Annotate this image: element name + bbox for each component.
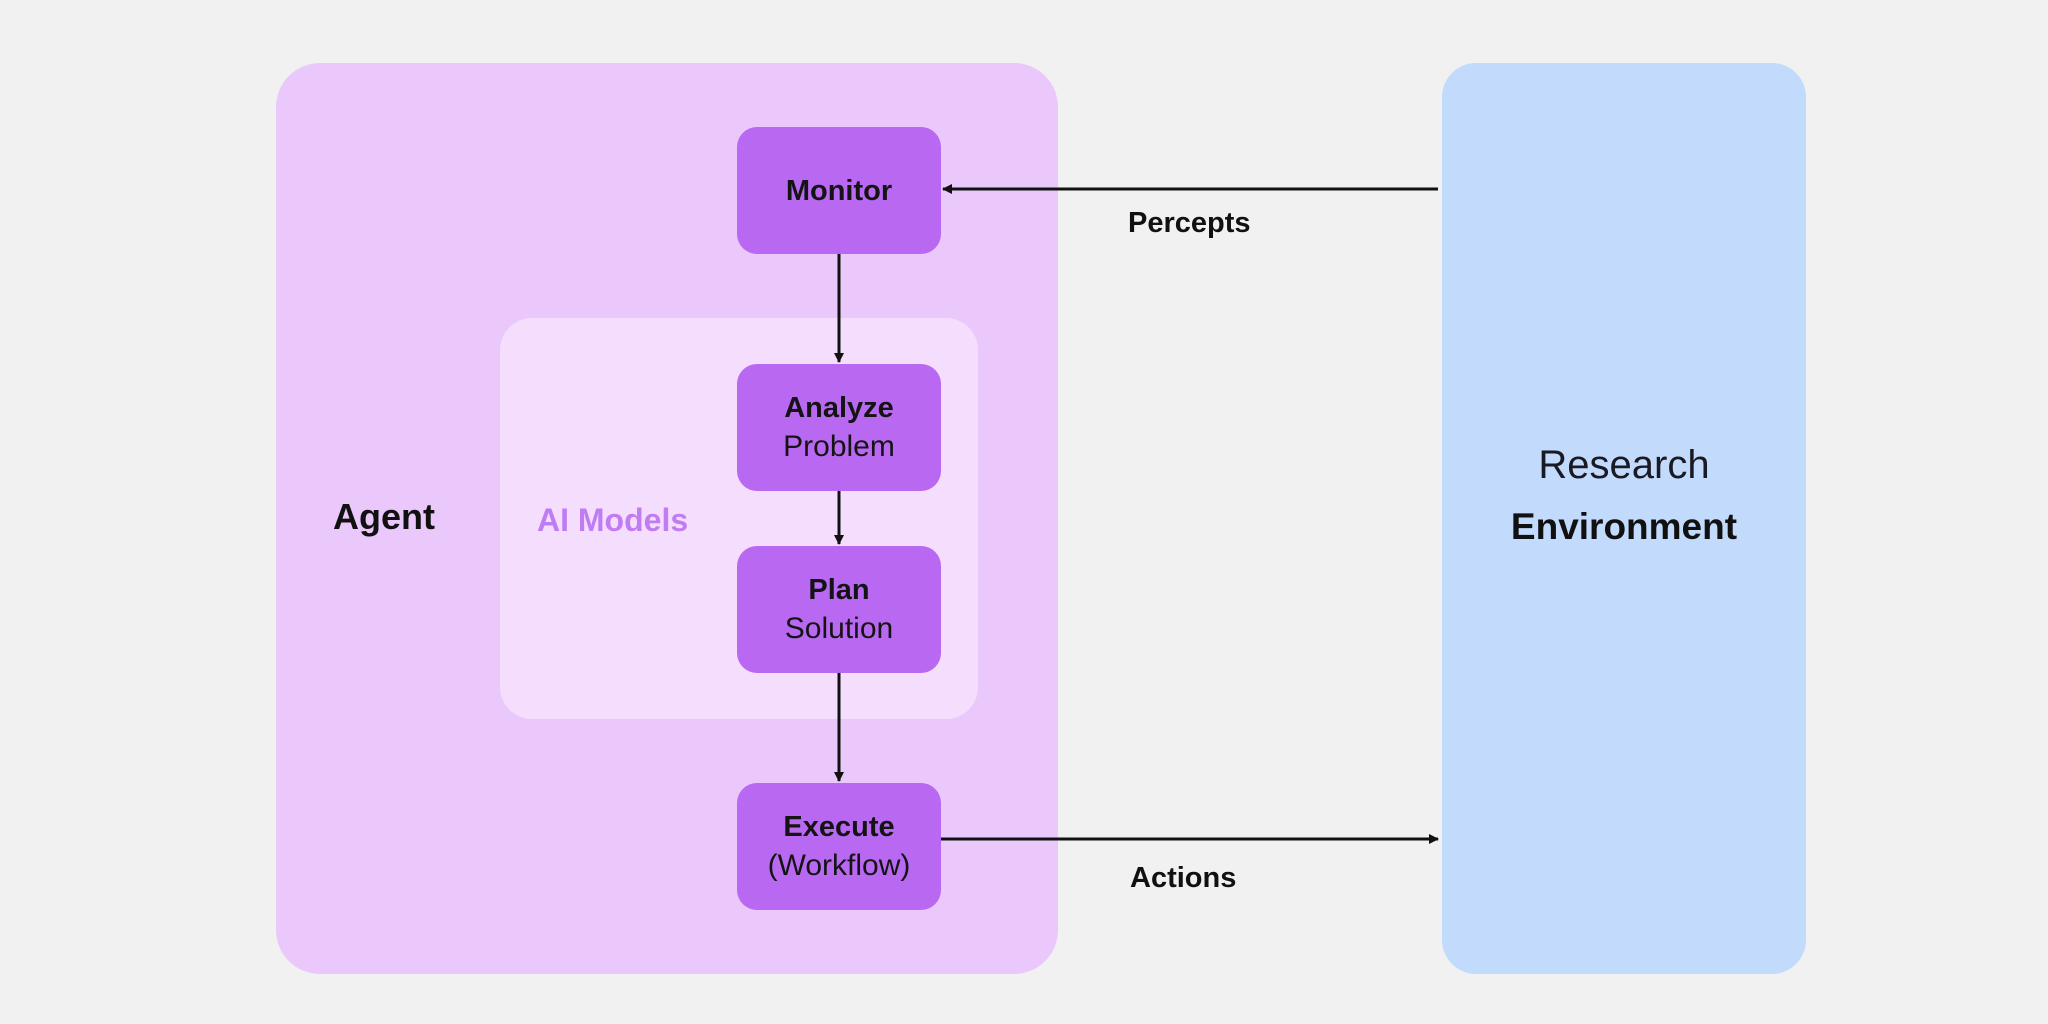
research-environment-label: Research Environment (1442, 434, 1806, 558)
agent-label: Agent (333, 496, 435, 537)
analyze-title: Analyze (784, 391, 894, 424)
environment-line-1: Research (1538, 443, 1710, 487)
plan-solution-node: Plan Solution (737, 546, 941, 673)
monitor-title: Monitor (785, 174, 893, 207)
research-environment-panel (1442, 63, 1806, 974)
actions-label: Actions (1130, 862, 1237, 894)
execute-subtitle: (Workflow) (767, 848, 911, 882)
ai-models-label: AI Models (537, 502, 689, 538)
environment-line-2: Environment (1510, 506, 1738, 547)
monitor-node: Monitor (737, 127, 941, 254)
plan-subtitle: Solution (784, 611, 894, 645)
execute-title: Execute (783, 810, 895, 843)
percepts-label: Percepts (1128, 207, 1251, 239)
execute-workflow-node: Execute (Workflow) (737, 783, 941, 910)
analyze-subtitle: Problem (783, 429, 895, 463)
plan-title: Plan (808, 573, 870, 606)
analyze-problem-node: Analyze Problem (737, 364, 941, 491)
